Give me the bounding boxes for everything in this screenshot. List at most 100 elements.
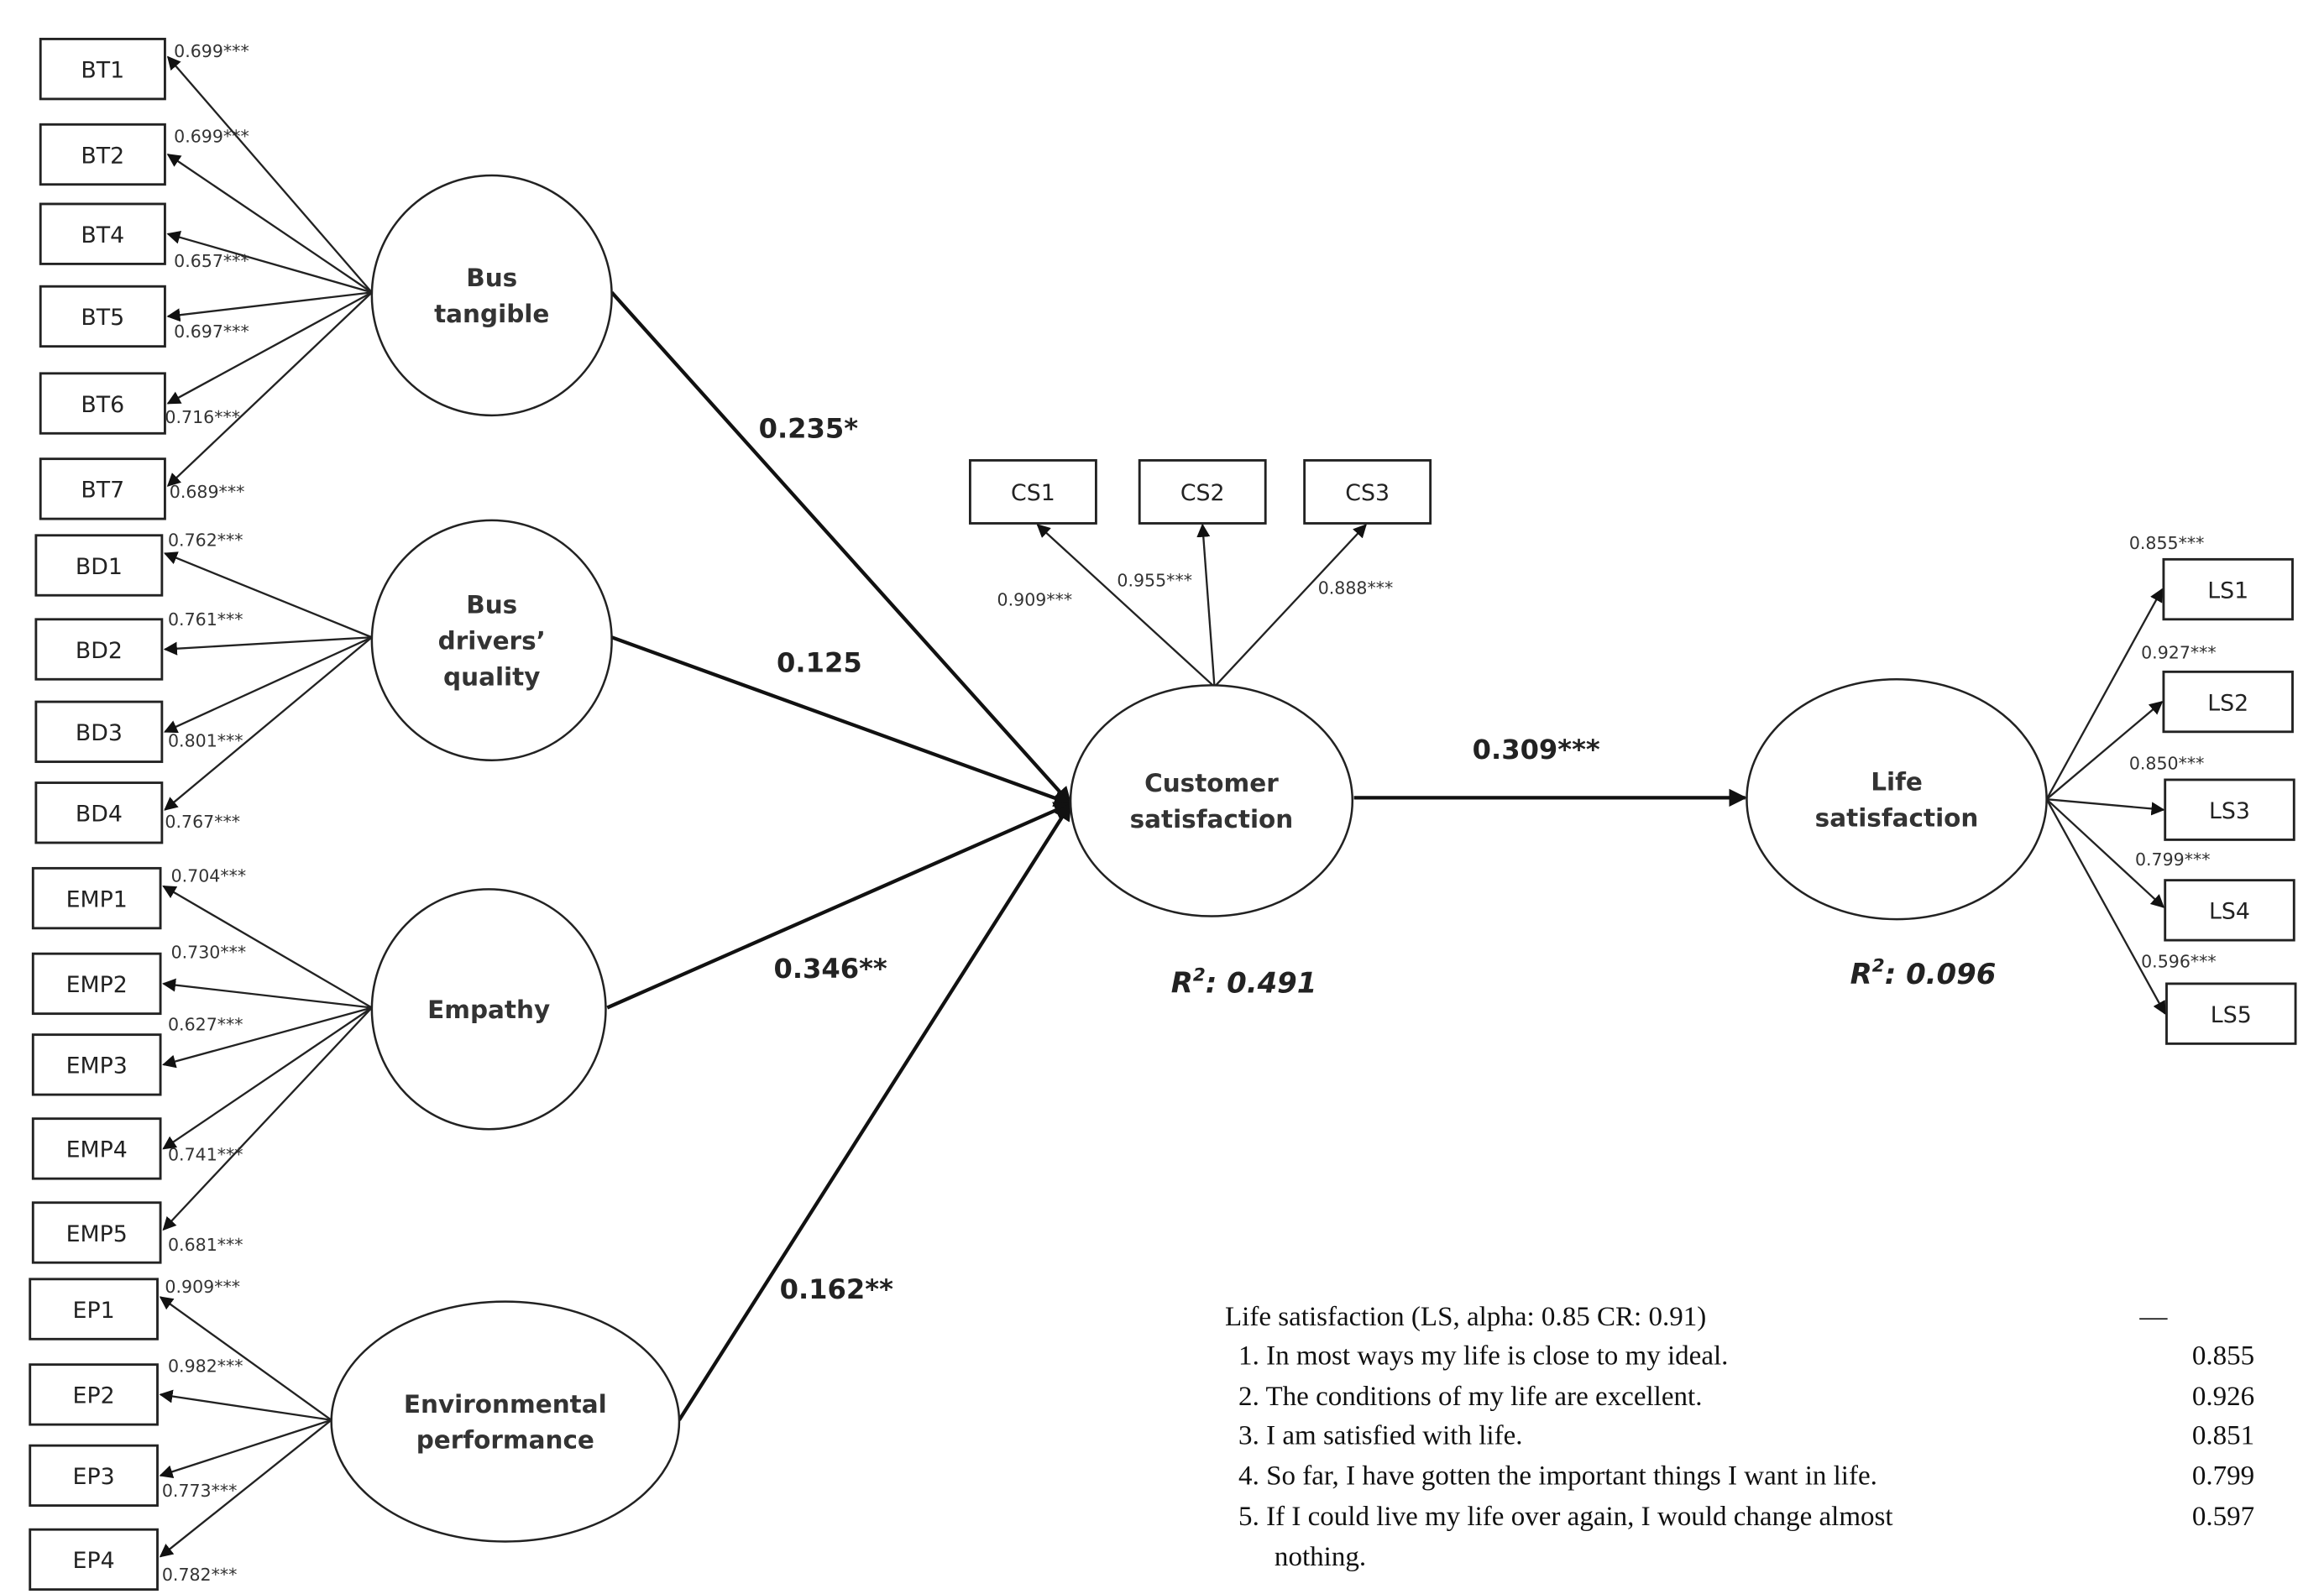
loading-arrow	[162, 1006, 373, 1231]
latent-ep	[330, 1300, 681, 1543]
indicator-box-bt2	[39, 123, 166, 186]
indicator-label: EP1	[73, 1298, 115, 1324]
indicator-box-bt1	[39, 38, 166, 101]
loading-value: 0.909***	[997, 590, 1073, 610]
loading-value: 0.801***	[168, 731, 243, 751]
loading-value: 0.716***	[165, 407, 240, 427]
table-item-value: 0.851	[2192, 1420, 2254, 1450]
loading-arrow	[166, 154, 373, 294]
loading-arrow	[166, 291, 373, 322]
indicator-label: EP4	[73, 1548, 115, 1574]
indicator-label: LS4	[2209, 899, 2250, 925]
indicator-box-bt7	[39, 457, 166, 520]
indicator-label: BD4	[76, 802, 123, 828]
path-coefficient: 0.309***	[1473, 734, 1600, 766]
loading-value: 0.927***	[2141, 642, 2217, 662]
indicator-label: BT5	[81, 305, 124, 331]
loading-value: 0.627***	[168, 1014, 243, 1034]
indicator-label: EMP5	[66, 1221, 128, 1247]
loading-arrow	[159, 1389, 332, 1421]
latent-label-bd: Bus	[466, 591, 517, 619]
indicator-label: CS1	[1011, 480, 1055, 506]
loading-arrow	[163, 636, 373, 734]
loading-value: 0.697***	[174, 321, 249, 342]
loading-arrow	[166, 291, 373, 405]
indicator-label: BT1	[81, 57, 124, 83]
table-item-text: 1. In most ways my life is close to my i…	[1238, 1341, 1728, 1372]
loading-arrow	[166, 291, 373, 487]
loading-value: 0.699***	[174, 41, 249, 61]
loading-arrow	[1213, 524, 1367, 687]
loading-value: 0.762***	[168, 530, 243, 550]
structural-path-bt-cs	[610, 290, 1072, 806]
loading-arrow	[163, 551, 373, 639]
indicator-label: BD2	[76, 638, 123, 664]
indicator-box-ls2	[2162, 670, 2294, 734]
loading-value: 0.596***	[2141, 951, 2217, 971]
loading-arrow	[2045, 798, 2166, 1016]
latent-label-ls: satisfaction	[1815, 803, 1979, 832]
indicator-box-bt4	[39, 202, 166, 265]
latent-bt	[370, 174, 613, 417]
structural-path-ep-cs	[678, 802, 1072, 1421]
loading-value: 0.982***	[168, 1356, 243, 1377]
latent-label-cs: satisfaction	[1130, 805, 1294, 834]
indicator-label: LS5	[2211, 1002, 2252, 1028]
table-item-text: nothing.	[1275, 1542, 1366, 1572]
loading-arrow	[166, 55, 373, 294]
structural-path-emp-cs	[606, 802, 1073, 1010]
connections-layer	[159, 55, 2166, 1558]
path-coefficient: 0.125	[777, 646, 862, 678]
loading-value: 0.888***	[1318, 577, 1394, 598]
loading-value: 0.767***	[165, 812, 240, 832]
loading-arrow	[1196, 523, 1216, 687]
latent-label-bd: drivers’	[438, 627, 546, 656]
loading-value: 0.681***	[168, 1235, 243, 1255]
structural-path-bd-cs	[610, 635, 1073, 807]
indicator-box-ep4	[29, 1528, 159, 1591]
indicator-box-bd1	[34, 534, 164, 597]
indicator-label: EMP2	[66, 972, 128, 998]
labels-layer: BustangibleBusdrivers’qualityEmpathyEnvi…	[66, 41, 2252, 1585]
loading-arrow	[159, 1296, 332, 1421]
loading-value: 0.657***	[174, 251, 249, 271]
latent-label-emp: Empathy	[427, 996, 550, 1024]
table-item-text: 2. The conditions of my life are excelle…	[1238, 1382, 1702, 1412]
indicator-box-ep2	[29, 1363, 159, 1426]
loading-arrow	[162, 885, 373, 1009]
indicator-box-cs1	[968, 459, 1097, 525]
loading-arrow	[159, 1419, 332, 1558]
loading-value: 0.741***	[168, 1145, 243, 1165]
latent-bd	[370, 519, 613, 761]
table-item-value: 0.926	[2192, 1382, 2254, 1412]
indicator-label: CS3	[1345, 480, 1390, 506]
loading-arrow	[162, 1006, 373, 1069]
loading-arrow	[2045, 701, 2164, 801]
indicator-box-ep3	[29, 1444, 159, 1508]
loading-value: 0.689***	[170, 482, 245, 502]
indicator-label: LS3	[2209, 798, 2250, 824]
latent-label-bt: Bus	[466, 264, 517, 292]
indicator-box-cs3	[1303, 459, 1432, 525]
loading-arrow	[159, 1419, 332, 1479]
latent-label-bt: tangible	[434, 300, 549, 328]
indicator-label: BD1	[76, 554, 123, 580]
indicator-box-ls3	[2164, 778, 2295, 841]
table-item-value: 0.597	[2192, 1502, 2254, 1532]
latent-cs	[1069, 684, 1354, 917]
indicator-box-ls1	[2162, 557, 2294, 621]
loading-arrow	[1036, 524, 1216, 688]
indicator-box-bd3	[34, 700, 164, 763]
loading-arrow	[166, 230, 373, 294]
loading-arrow	[164, 636, 373, 811]
indicator-label: BT7	[81, 478, 124, 504]
table-item-value: 0.855	[2192, 1341, 2254, 1372]
path-coefficient: 0.346**	[773, 953, 887, 985]
indicator-box-ls4	[2164, 879, 2295, 942]
latent-label-cs: Customer	[1144, 769, 1279, 797]
latent-label-ep: Environmental	[404, 1390, 607, 1419]
path-coefficient: 0.162**	[780, 1273, 893, 1305]
latent-label-ls: Life	[1871, 767, 1923, 796]
r-squared-cs: R2: 0.491	[1171, 964, 1317, 1000]
